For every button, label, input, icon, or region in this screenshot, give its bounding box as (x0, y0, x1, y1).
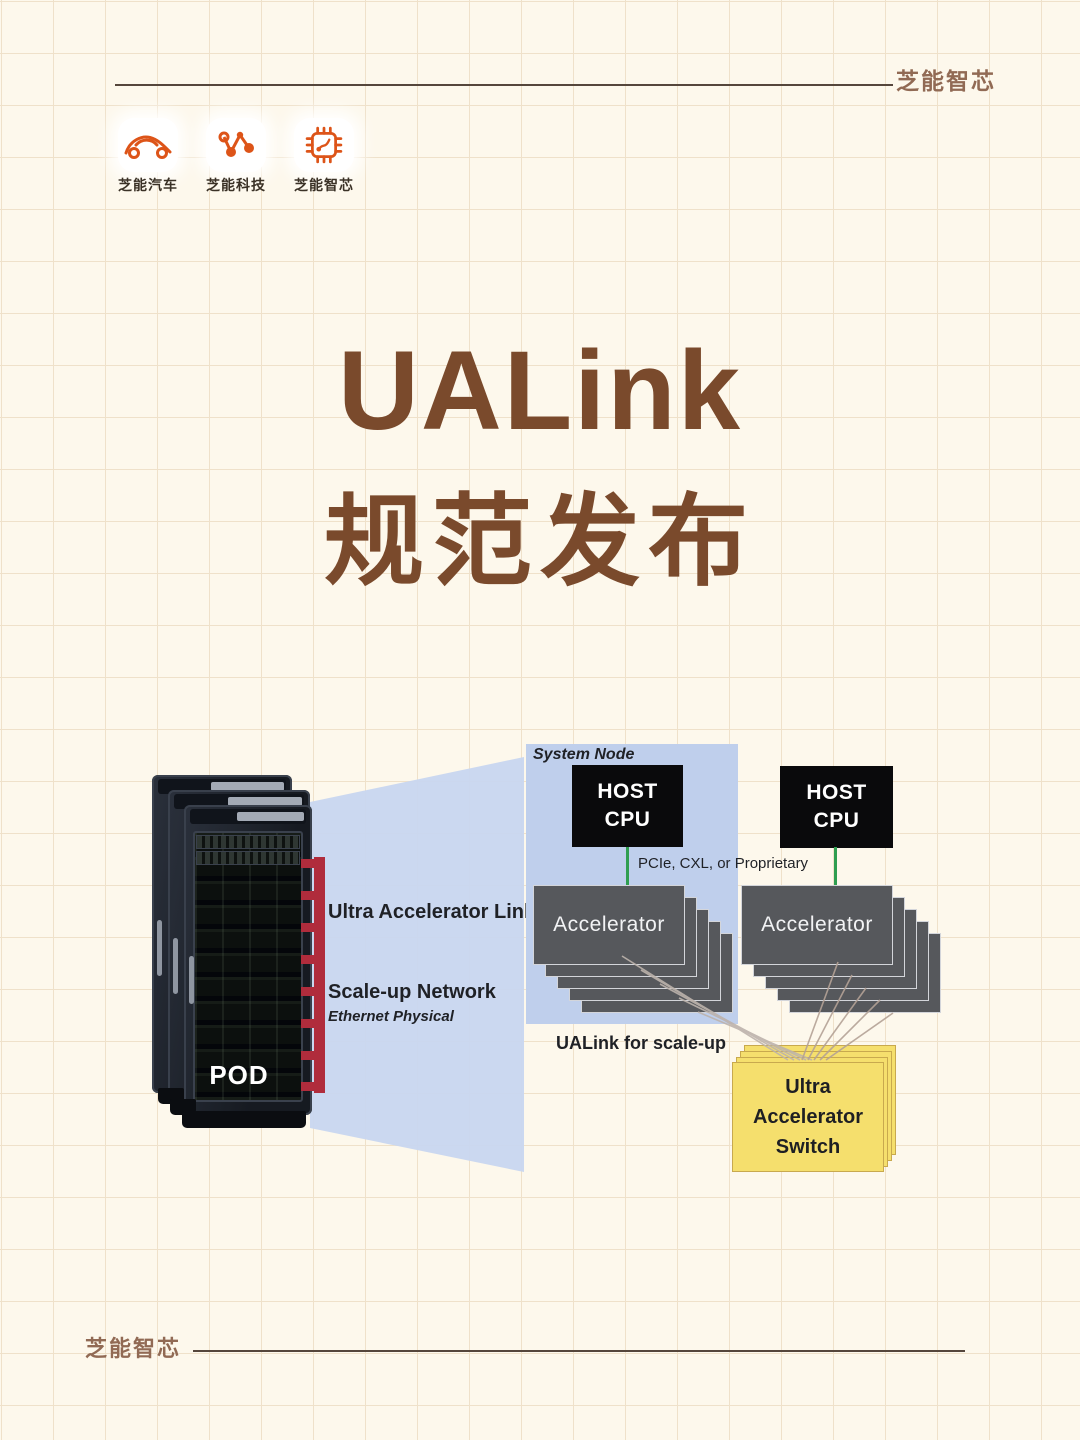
logo-zhineng-tech: 芝能科技 (200, 118, 272, 195)
logo-background (206, 118, 266, 172)
rack-top-handle (237, 812, 304, 821)
rack-handle-slit (157, 920, 162, 976)
header-rule (115, 84, 893, 86)
rack-base-plinth (182, 1111, 306, 1128)
rack-handle-slit (173, 938, 178, 994)
rack-handle-slit (189, 956, 194, 1004)
rack-top-handle (228, 797, 302, 806)
pod-label: POD (209, 1060, 269, 1090)
switch-front-box: Ultra Accelerator Switch (732, 1062, 884, 1172)
page-subtitle: 规范发布 (324, 486, 756, 598)
host-cpu-box-1: HOST CPU (572, 765, 683, 847)
accelerator-stack-2: Accelerator (741, 885, 953, 1025)
logo-zhineng-auto: 芝能汽车 (112, 118, 184, 195)
molecule-icon (218, 131, 254, 157)
logo-label: 芝能科技 (206, 177, 266, 193)
ultra-accelerator-link-label: Ultra Accelerator Link (328, 901, 536, 923)
rack-top-handle (211, 782, 284, 791)
ethernet-physical-label: Ethernet Physical (328, 1008, 454, 1025)
logo-label: 芝能智芯 (294, 177, 354, 193)
page-title: UALink (338, 328, 742, 453)
logo-zhineng-chip: 芝能智芯 (288, 118, 360, 195)
rack-vent-row (196, 851, 300, 865)
logo-row: 芝能汽车 芝能科技 (112, 118, 360, 195)
server-rack-front (184, 805, 312, 1115)
rack-server-panel (193, 831, 303, 1102)
logo-label: 芝能汽车 (118, 177, 178, 193)
rack-vent-row (196, 835, 300, 849)
footer-rule (193, 1350, 965, 1352)
pcie-cxl-label: PCIe, CXL, or Proprietary (638, 855, 809, 872)
accelerator-front-box: Accelerator (533, 885, 685, 965)
chip-icon (305, 126, 343, 164)
host-cpu-box-2: HOST CPU (780, 766, 893, 848)
accelerator-stack-1: Accelerator (533, 885, 745, 1025)
cpu-accelerator-link-2 (834, 847, 837, 885)
scale-up-network-label: Scale-up Network (328, 981, 496, 1003)
red-ladder-bracket (301, 857, 325, 1093)
footer-brand: 芝能智芯 (85, 1336, 182, 1361)
logo-background (118, 118, 178, 172)
logo-background (294, 118, 354, 172)
ualink-for-scale-up-label: UALink for scale-up (556, 1033, 727, 1053)
accelerator-front-box: Accelerator (741, 885, 893, 965)
cpu-accelerator-link-1 (626, 847, 629, 885)
header-brand: 芝能智芯 (896, 68, 996, 94)
ultra-accelerator-switch: Ultra Accelerator Switch (732, 1045, 902, 1175)
system-node-label: System Node (533, 746, 635, 763)
car-icon (124, 135, 172, 159)
